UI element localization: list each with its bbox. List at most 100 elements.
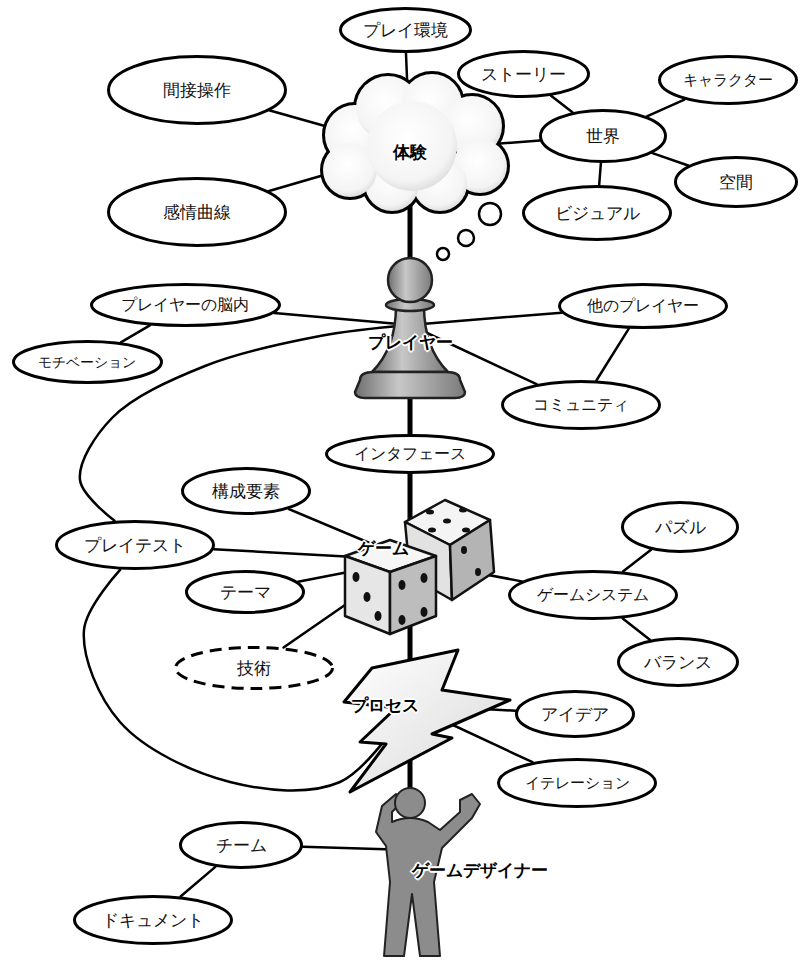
label-anchor: ゲーム <box>358 538 409 558</box>
connector-line <box>181 867 216 897</box>
node-label: ビジュアル <box>555 203 640 223</box>
person-node: ゲームデザイナー <box>358 774 570 964</box>
node-label: アイデア <box>541 704 609 724</box>
ellipse <box>524 187 671 240</box>
ellipse <box>75 897 232 944</box>
ellipse <box>340 9 470 52</box>
connector-line <box>121 325 150 342</box>
node-label: 他のプレイヤー <box>587 296 699 315</box>
label-anchor: プロセス <box>351 695 419 715</box>
ellipse-node: 空間 <box>674 156 798 208</box>
ellipse-node: 感情曲線 <box>107 177 287 247</box>
connector-line <box>647 100 684 117</box>
ellipse-node: プレイテスト <box>55 520 215 570</box>
thought-bubble <box>479 203 501 225</box>
ellipse-node: コミュニティ <box>501 380 661 430</box>
connector-line <box>623 550 651 572</box>
ellipse-node: 間接操作 <box>107 55 287 125</box>
node-label: 構成要素 <box>212 481 280 501</box>
ellipse <box>560 285 727 328</box>
icon-label: プレイヤー <box>368 332 453 352</box>
dice-icon <box>340 494 500 636</box>
thought-bubble <box>437 248 449 260</box>
ellipse-node: ストーリー <box>457 50 590 98</box>
ellipse-node: ゲームシステム <box>508 570 678 620</box>
pawn-icon <box>352 255 468 401</box>
node-label: パズル <box>655 517 706 537</box>
cloud-node: 体験 <box>318 70 510 216</box>
ellipse-node: ビジュアル <box>522 185 672 241</box>
label-anchor: ゲームデザイナー <box>412 860 548 880</box>
node-label: チーム <box>216 835 267 855</box>
node-label: イテレーション <box>525 774 630 792</box>
icon-label: ゲーム <box>358 538 409 558</box>
ellipse-node: バランス <box>617 637 739 687</box>
ellipse <box>619 639 738 686</box>
node-label: プレイヤーの脳内 <box>121 295 249 314</box>
node-label: コミュニティ <box>533 395 629 414</box>
ellipse-node: プレイヤーの脳内 <box>90 283 281 327</box>
dashed-ellipse <box>176 648 333 689</box>
ellipse <box>13 342 161 383</box>
ellipse-node: パズル <box>621 501 739 553</box>
connector-line <box>599 163 601 185</box>
ellipse-node: アイデア <box>515 690 635 738</box>
node-label: モチベーション <box>38 354 136 371</box>
node-label: ドキュメント <box>102 910 204 930</box>
thought-bubble <box>458 230 474 246</box>
ellipse <box>510 572 677 619</box>
bolt-node: プロセス <box>340 645 515 795</box>
ellipse <box>91 285 279 326</box>
ellipse-node: チーム <box>179 821 303 869</box>
icon-label: 体験 <box>393 142 427 162</box>
connector-line <box>410 313 562 325</box>
ellipse <box>499 760 656 807</box>
connector-line <box>289 509 410 560</box>
dashed-ellipse-node: 技術 <box>174 646 334 690</box>
ellipse <box>458 52 588 97</box>
icon-label: ゲームデザイナー <box>412 860 548 880</box>
connector-line <box>652 153 688 165</box>
node-label: 感情曲線 <box>163 202 231 222</box>
label-anchor: 体験 <box>393 142 427 162</box>
connector-line <box>623 618 650 639</box>
node-label: プレイテスト <box>84 535 186 555</box>
ellipse-node: ドキュメント <box>73 895 233 945</box>
ellipse <box>183 469 310 514</box>
ellipse <box>503 382 660 429</box>
ellipse-node: モチベーション <box>12 340 163 384</box>
node-label: 世界 <box>586 126 620 146</box>
ellipse-node: イテレーション <box>497 758 657 808</box>
ellipse <box>623 503 738 552</box>
ellipse <box>660 57 797 104</box>
label-anchor: プレイヤー <box>368 332 453 352</box>
connector-line <box>551 96 572 113</box>
node-label: 技術 <box>237 658 271 678</box>
ellipse <box>187 572 304 613</box>
cloud-figure <box>323 74 507 211</box>
icon-label: プロセス <box>351 695 419 715</box>
node-label: 間接操作 <box>163 80 231 100</box>
connector-line <box>274 313 410 325</box>
bolt-figure <box>344 650 510 792</box>
ellipse <box>109 57 286 124</box>
ellipse-node: 構成要素 <box>181 467 311 515</box>
ellipse <box>541 111 666 162</box>
pawn-figure <box>355 258 465 398</box>
ellipse <box>181 823 302 868</box>
ellipse <box>57 522 214 569</box>
dice-node: ゲーム <box>340 494 500 636</box>
ellipse <box>327 436 494 473</box>
node-label: ゲームシステム <box>537 585 649 604</box>
node-label: ストーリー <box>481 64 566 84</box>
dice-figure <box>345 500 494 634</box>
ellipse-node: 世界 <box>539 109 667 163</box>
bolt-icon <box>340 645 515 795</box>
node-label: 空間 <box>719 172 753 192</box>
ellipse-node: テーマ <box>185 570 305 614</box>
ellipse <box>517 692 634 737</box>
node-label: インタフェース <box>354 444 466 463</box>
node-label: バランス <box>644 652 712 672</box>
